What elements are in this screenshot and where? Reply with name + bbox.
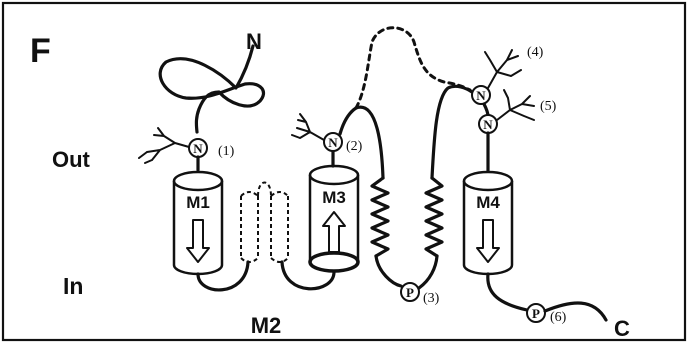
m3-label: M3 xyxy=(322,188,346,207)
n-terminus-label: N xyxy=(246,29,262,54)
down-arrow-icon xyxy=(476,219,500,263)
site-2-number: (2) xyxy=(346,139,363,154)
dashed-loop xyxy=(354,26,472,110)
strand-to-p3 xyxy=(374,254,403,288)
n-terminal-loop xyxy=(158,44,266,134)
m4-helix xyxy=(462,170,514,276)
m2-label: M2 xyxy=(251,313,282,338)
phosphorylation-site-3-symbol: P xyxy=(406,285,414,300)
m4-label: M4 xyxy=(476,193,500,212)
label-in: In xyxy=(63,273,83,299)
glycan-tree-2 xyxy=(291,113,325,141)
panel-letter: F xyxy=(30,32,51,70)
glycosylation-site-2-icon xyxy=(323,132,343,152)
up-arrow-icon xyxy=(322,211,346,253)
phosphorylation-site-3-icon xyxy=(400,282,420,302)
label-out: Out xyxy=(52,147,91,172)
site-4-number: (4) xyxy=(527,45,544,60)
glycan-tree-1 xyxy=(138,127,190,164)
glycosylation-site-1-symbol: N xyxy=(193,141,203,156)
m1-helix xyxy=(172,170,224,276)
site-5-number: (5) xyxy=(540,99,557,114)
strand-to-zigzag xyxy=(354,105,385,180)
m3-helix xyxy=(308,164,360,273)
glycan-tree-5 xyxy=(496,89,535,121)
loop-m3-out xyxy=(338,106,358,136)
strand-from-p3 xyxy=(417,254,439,290)
site-3-number: (3) xyxy=(423,291,440,306)
loop-m2-m3 xyxy=(280,260,336,291)
glycan-tree-4 xyxy=(484,49,522,89)
c-tail-part-1 xyxy=(486,272,529,312)
loop-m1-m2 xyxy=(196,260,250,292)
glycosylation-site-2-symbol: N xyxy=(328,135,338,150)
strand-up-to-n4 xyxy=(430,84,474,180)
site-6-number: (6) xyxy=(550,310,567,325)
m2-reentrant-loop xyxy=(240,181,289,263)
site-1-number: (1) xyxy=(218,144,235,159)
zigzag-segment-right xyxy=(424,176,444,258)
down-arrow-icon xyxy=(186,219,210,263)
m1-label: M1 xyxy=(186,193,210,212)
c-terminus-label: C xyxy=(614,316,630,341)
glycosylation-site-4-symbol: N xyxy=(476,88,486,103)
c-tail-part-2 xyxy=(543,301,608,322)
glycosylation-site-4-icon xyxy=(471,85,491,105)
glycosylation-site-5-symbol: N xyxy=(483,117,493,132)
phosphorylation-site-6-symbol: P xyxy=(532,306,540,321)
phosphorylation-site-6-icon xyxy=(526,303,546,323)
zigzag-segment-left xyxy=(370,176,390,258)
